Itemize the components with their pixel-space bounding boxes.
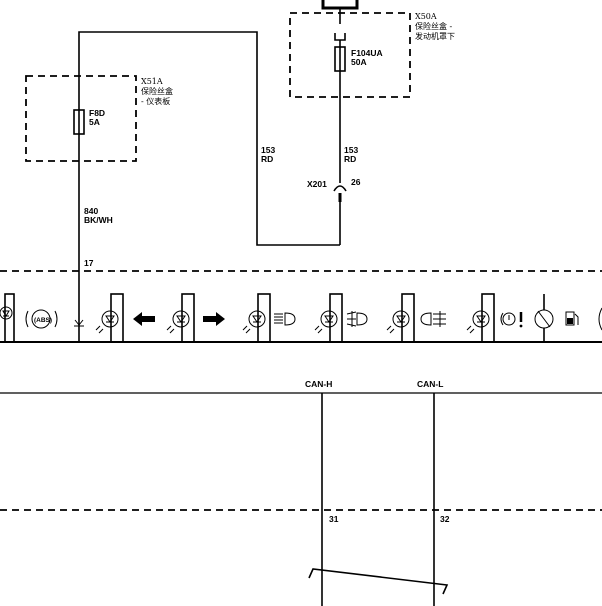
can-h-pin: 31 xyxy=(329,514,339,524)
arrow-right-icon xyxy=(203,312,225,326)
fuse-f104ua-rating: 50A xyxy=(351,57,367,67)
indicator-row: (ABS) xyxy=(0,293,602,343)
can-h-label: CAN-H xyxy=(305,379,332,389)
wire-840-gauge: 840 xyxy=(84,206,98,216)
fuse-box-x50a-line1: 保险丝盒 - xyxy=(415,21,453,31)
indicator-brake xyxy=(466,293,523,343)
indicator-rear-fog xyxy=(386,293,446,343)
can-l-label: CAN-L xyxy=(417,379,443,389)
battery-terminal xyxy=(321,0,359,24)
wire-840-color: BK/WH xyxy=(84,215,113,225)
can-l-line: CAN-L 32 xyxy=(417,379,450,606)
wire-right-gauge: 153 xyxy=(344,145,358,155)
fuse-f104ua-name: F104UA xyxy=(351,48,383,58)
fuse-box-x50a: X50A 保险丝盒 - 发动机罩下 xyxy=(289,12,455,98)
indicator-turn-left xyxy=(95,293,155,343)
fuse-f8d-name: F8D xyxy=(89,108,105,118)
pin-17: 17 xyxy=(84,258,94,268)
connector-x201: X201 26 xyxy=(307,177,361,245)
indicator-oil xyxy=(534,294,554,342)
fuse-f8d-rating: 5A xyxy=(89,117,100,127)
indicator-turn-right xyxy=(166,293,225,343)
front-fog-icon xyxy=(356,312,368,326)
indicator-abs: (ABS) xyxy=(0,293,58,343)
fuse-box-x51a-id: X51A xyxy=(141,77,163,86)
fuel-icon xyxy=(574,313,579,325)
indicator-fuel xyxy=(565,307,602,331)
connector-x201-name: X201 xyxy=(307,179,327,189)
high-beam-icon xyxy=(284,312,296,326)
fuse-box-x50a-line2: 发动机罩下 xyxy=(415,31,455,41)
indicator-front-fog xyxy=(314,293,368,343)
arrow-left-icon xyxy=(133,312,155,326)
twisted-pair-mark xyxy=(308,568,449,595)
rear-fog-icon xyxy=(420,312,432,326)
fuse-box-x50a-id: X50A xyxy=(415,12,437,21)
fuse-box-x51a: X51A 保险丝盒 - 仪表板 xyxy=(25,75,173,162)
fuse-box-x51a-line2: - 仪表板 xyxy=(141,96,170,106)
brake-warning-icon xyxy=(500,312,504,326)
fuse-box-x51a-line1: 保险丝盒 xyxy=(141,86,173,96)
wire-right-color: RD xyxy=(344,154,356,164)
fuse-f104ua: F104UA 50A xyxy=(334,33,383,72)
abs-icon: (ABS) xyxy=(34,317,52,324)
can-l-pin: 32 xyxy=(440,514,450,524)
connector-x201-pin: 26 xyxy=(351,177,361,187)
wire-left-gauge: 153 xyxy=(261,145,275,155)
fuse-f8d: F8D 5A xyxy=(73,104,105,140)
indicator-high-beam xyxy=(242,293,296,343)
wire-left-color: RD xyxy=(261,154,273,164)
